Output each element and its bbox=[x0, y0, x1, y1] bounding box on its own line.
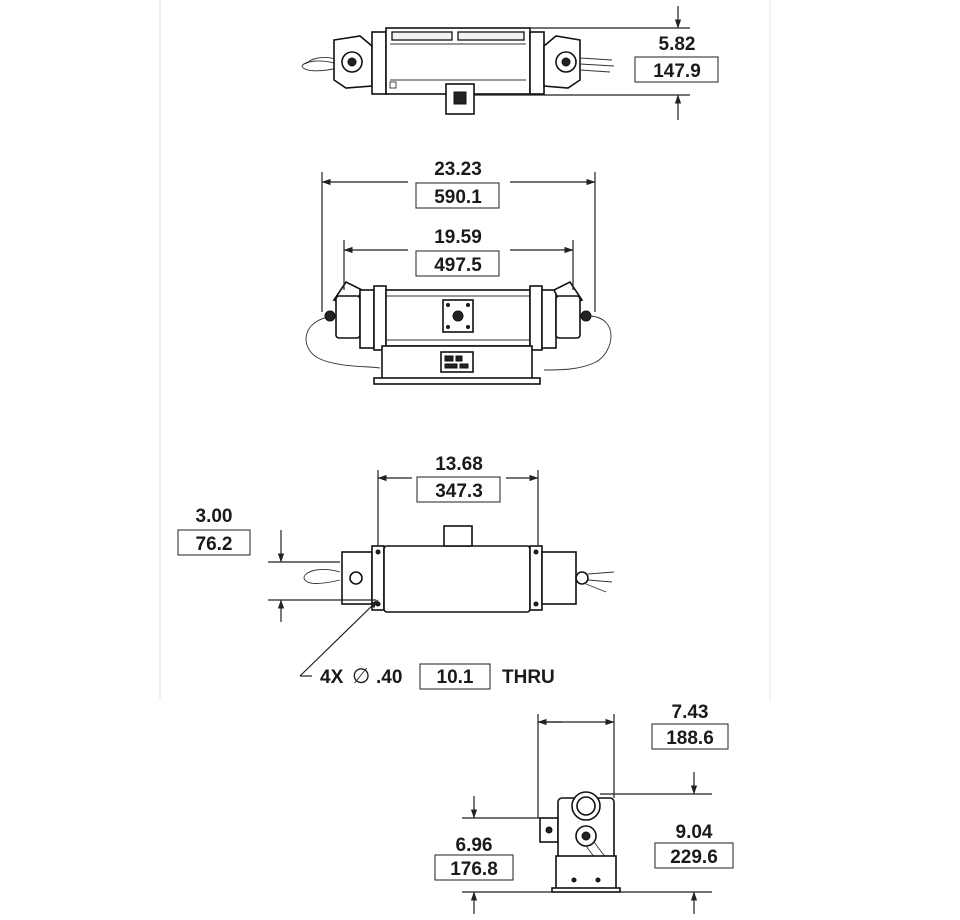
dimension-housing-length: 13.68 347.3 bbox=[377, 454, 539, 546]
diameter-symbol-icon: ∅ bbox=[352, 665, 370, 688]
hole-callout-diameter-inches: .40 bbox=[376, 667, 402, 688]
bottom-view-right-flange bbox=[529, 545, 543, 611]
bottom-view bbox=[303, 525, 615, 613]
dimension-end-width: 7.43 188.6 bbox=[537, 702, 729, 818]
top-view-left-flange bbox=[371, 31, 387, 95]
bottom-view-housing bbox=[383, 545, 531, 613]
front-view-right-cable bbox=[543, 315, 612, 371]
dimension-top-height-mm: 147.9 bbox=[653, 61, 701, 82]
dimension-end-axis-height-mm: 176.8 bbox=[450, 859, 498, 880]
front-view-left-flange bbox=[359, 289, 375, 349]
top-view-right-wires bbox=[579, 57, 615, 73]
dimension-overall-length-mm: 590.1 bbox=[434, 187, 482, 208]
top-view-right-flange bbox=[529, 31, 545, 95]
dimension-flange-length: 19.59 497.5 bbox=[343, 227, 574, 290]
hole-callout-diameter-mm: 10.1 bbox=[437, 667, 474, 688]
dimension-top-height-inches: 5.82 bbox=[659, 34, 696, 55]
dimension-mount-width-inches: 3.00 bbox=[196, 506, 233, 527]
dimension-flange-length-mm: 497.5 bbox=[434, 255, 482, 276]
dimension-housing-length-inches: 13.68 bbox=[435, 454, 483, 475]
bottom-view-junction-box bbox=[443, 525, 473, 547]
top-view-left-cable bbox=[301, 60, 339, 72]
dimension-top-height: 5.82 147.9 bbox=[474, 6, 719, 120]
front-view-left-cable bbox=[305, 315, 381, 369]
dimension-mount-width-mm: 76.2 bbox=[196, 534, 233, 555]
dimension-end-axis-height: 6.96 176.8 bbox=[434, 796, 556, 914]
bottom-view-right-end bbox=[541, 551, 577, 605]
dimension-end-overall-height-mm: 229.6 bbox=[670, 847, 718, 868]
front-view-right-flange bbox=[529, 285, 543, 351]
dimension-end-axis-height-inches: 6.96 bbox=[456, 835, 493, 856]
top-view bbox=[301, 27, 615, 115]
dimension-end-width-inches: 7.43 bbox=[672, 702, 709, 723]
dimension-flange-length-inches: 19.59 bbox=[434, 227, 482, 248]
dimension-end-overall-height-inches: 9.04 bbox=[676, 822, 713, 843]
front-view-right-lamp-head bbox=[555, 295, 581, 339]
front-view-label-plate bbox=[440, 351, 474, 373]
dimension-overall-length-inches: 23.23 bbox=[434, 159, 482, 180]
dimension-housing-length-mm: 347.3 bbox=[435, 481, 483, 502]
hole-callout-count: 4X bbox=[320, 667, 344, 688]
end-view-base bbox=[555, 855, 617, 891]
front-view-left-lamp-head bbox=[335, 295, 361, 339]
bottom-view-right-wires bbox=[585, 571, 615, 593]
dimension-overall-length: 23.23 590.1 bbox=[321, 159, 596, 312]
hole-callout: 4X ∅ .40 10.1 THRU bbox=[299, 599, 555, 690]
hole-callout-suffix: THRU bbox=[502, 667, 555, 688]
dimension-end-overall-height: 9.04 229.6 bbox=[600, 772, 734, 914]
end-view bbox=[539, 791, 621, 893]
front-view bbox=[305, 280, 612, 385]
dimension-end-width-mm: 188.6 bbox=[666, 728, 714, 749]
dimension-mount-width: 3.00 76.2 bbox=[177, 506, 376, 622]
bottom-view-left-cable bbox=[303, 569, 341, 584]
